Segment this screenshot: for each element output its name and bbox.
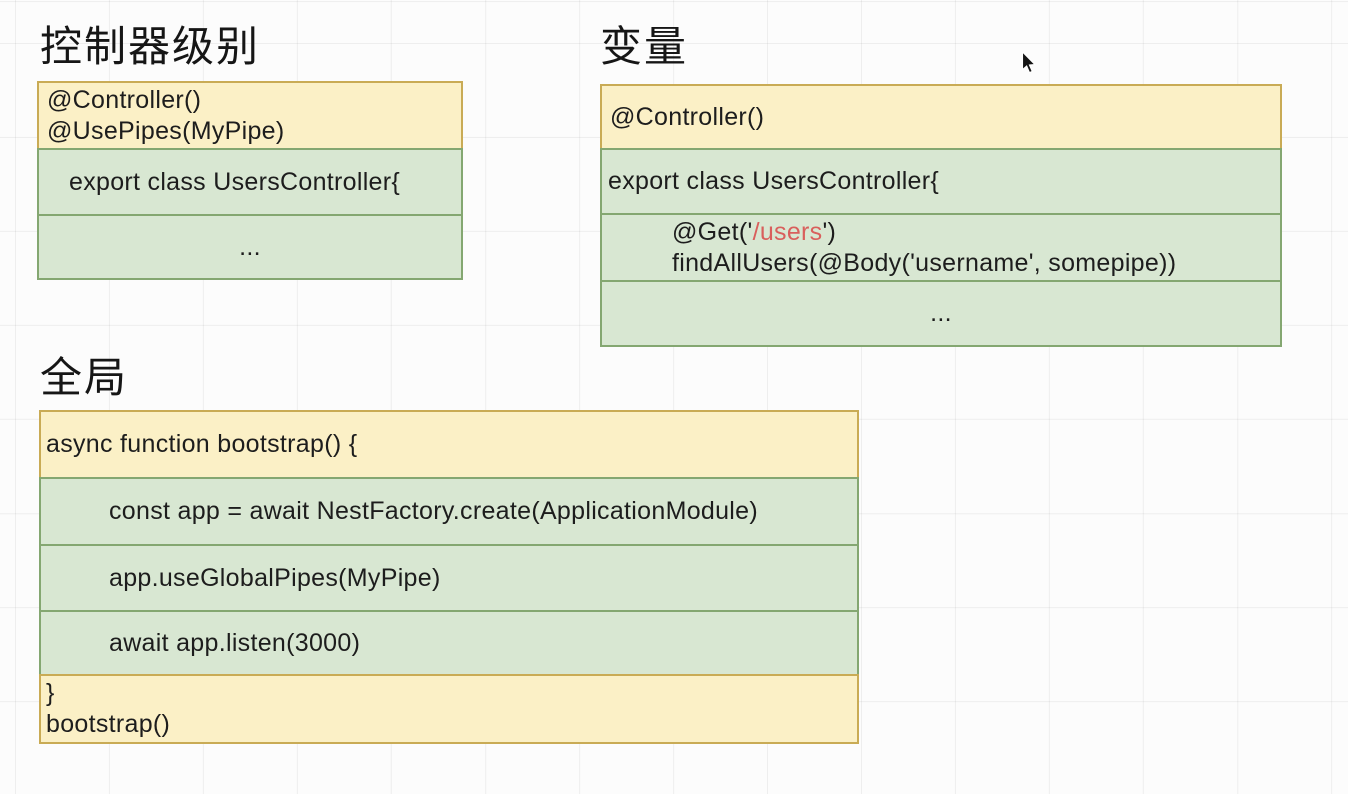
variable-row-2[interactable]: @Get('/users')findAllUsers(@Body('userna… bbox=[600, 213, 1282, 282]
code-line: ... bbox=[239, 232, 261, 261]
controller-level-row-0[interactable]: @Controller()@UsePipes(MyPipe) bbox=[37, 81, 463, 150]
code-line: const app = await NestFactory.create(App… bbox=[109, 497, 758, 525]
code-line: findAllUsers(@Body('username', somepipe)… bbox=[672, 248, 1177, 277]
global-row-0[interactable]: async function bootstrap() { bbox=[39, 410, 859, 479]
global-row-4[interactable]: } bootstrap() bbox=[39, 674, 859, 744]
code-line: bootstrap() bbox=[46, 710, 171, 738]
code-line: @UsePipes(MyPipe) bbox=[47, 116, 285, 145]
global-row-1[interactable]: const app = await NestFactory.create(App… bbox=[39, 477, 859, 546]
code-line: async function bootstrap() { bbox=[46, 430, 358, 458]
global-row-3[interactable]: await app.listen(3000) bbox=[39, 610, 859, 676]
controller-level-row-2[interactable]: ... bbox=[37, 214, 463, 280]
code-line: await app.listen(3000) bbox=[109, 628, 361, 657]
code-line: export class UsersController{ bbox=[608, 167, 940, 195]
controller-level-box[interactable]: @Controller()@UsePipes(MyPipe) export cla… bbox=[37, 81, 463, 280]
code-line: app.useGlobalPipes(MyPipe) bbox=[109, 563, 441, 592]
variable-title[interactable]: 变量 bbox=[600, 23, 689, 70]
code-line: export class UsersController{ bbox=[69, 167, 401, 196]
code-line: @Controller() bbox=[610, 102, 765, 131]
code-line: } bbox=[46, 679, 55, 707]
variable-row-3[interactable]: ... bbox=[600, 280, 1282, 347]
variable-row-0[interactable]: @Controller() bbox=[600, 84, 1282, 150]
variable-row-1[interactable]: export class UsersController{ bbox=[600, 148, 1282, 215]
code-line: ... bbox=[930, 299, 952, 327]
global-title[interactable]: 全局 bbox=[40, 354, 129, 401]
global-row-2[interactable]: app.useGlobalPipes(MyPipe) bbox=[39, 544, 859, 612]
global-box[interactable]: async function bootstrap() { const app = … bbox=[39, 410, 859, 744]
mouse-cursor-icon bbox=[1022, 52, 1036, 74]
code-line: @Controller() bbox=[47, 85, 202, 114]
variable-box[interactable]: @Controller() export class UsersControlle… bbox=[600, 84, 1282, 347]
controller-level-title[interactable]: 控制器级别 bbox=[40, 23, 261, 70]
controller-level-row-1[interactable]: export class UsersController{ bbox=[37, 148, 463, 216]
code-line: @Get('/users') bbox=[672, 217, 837, 246]
